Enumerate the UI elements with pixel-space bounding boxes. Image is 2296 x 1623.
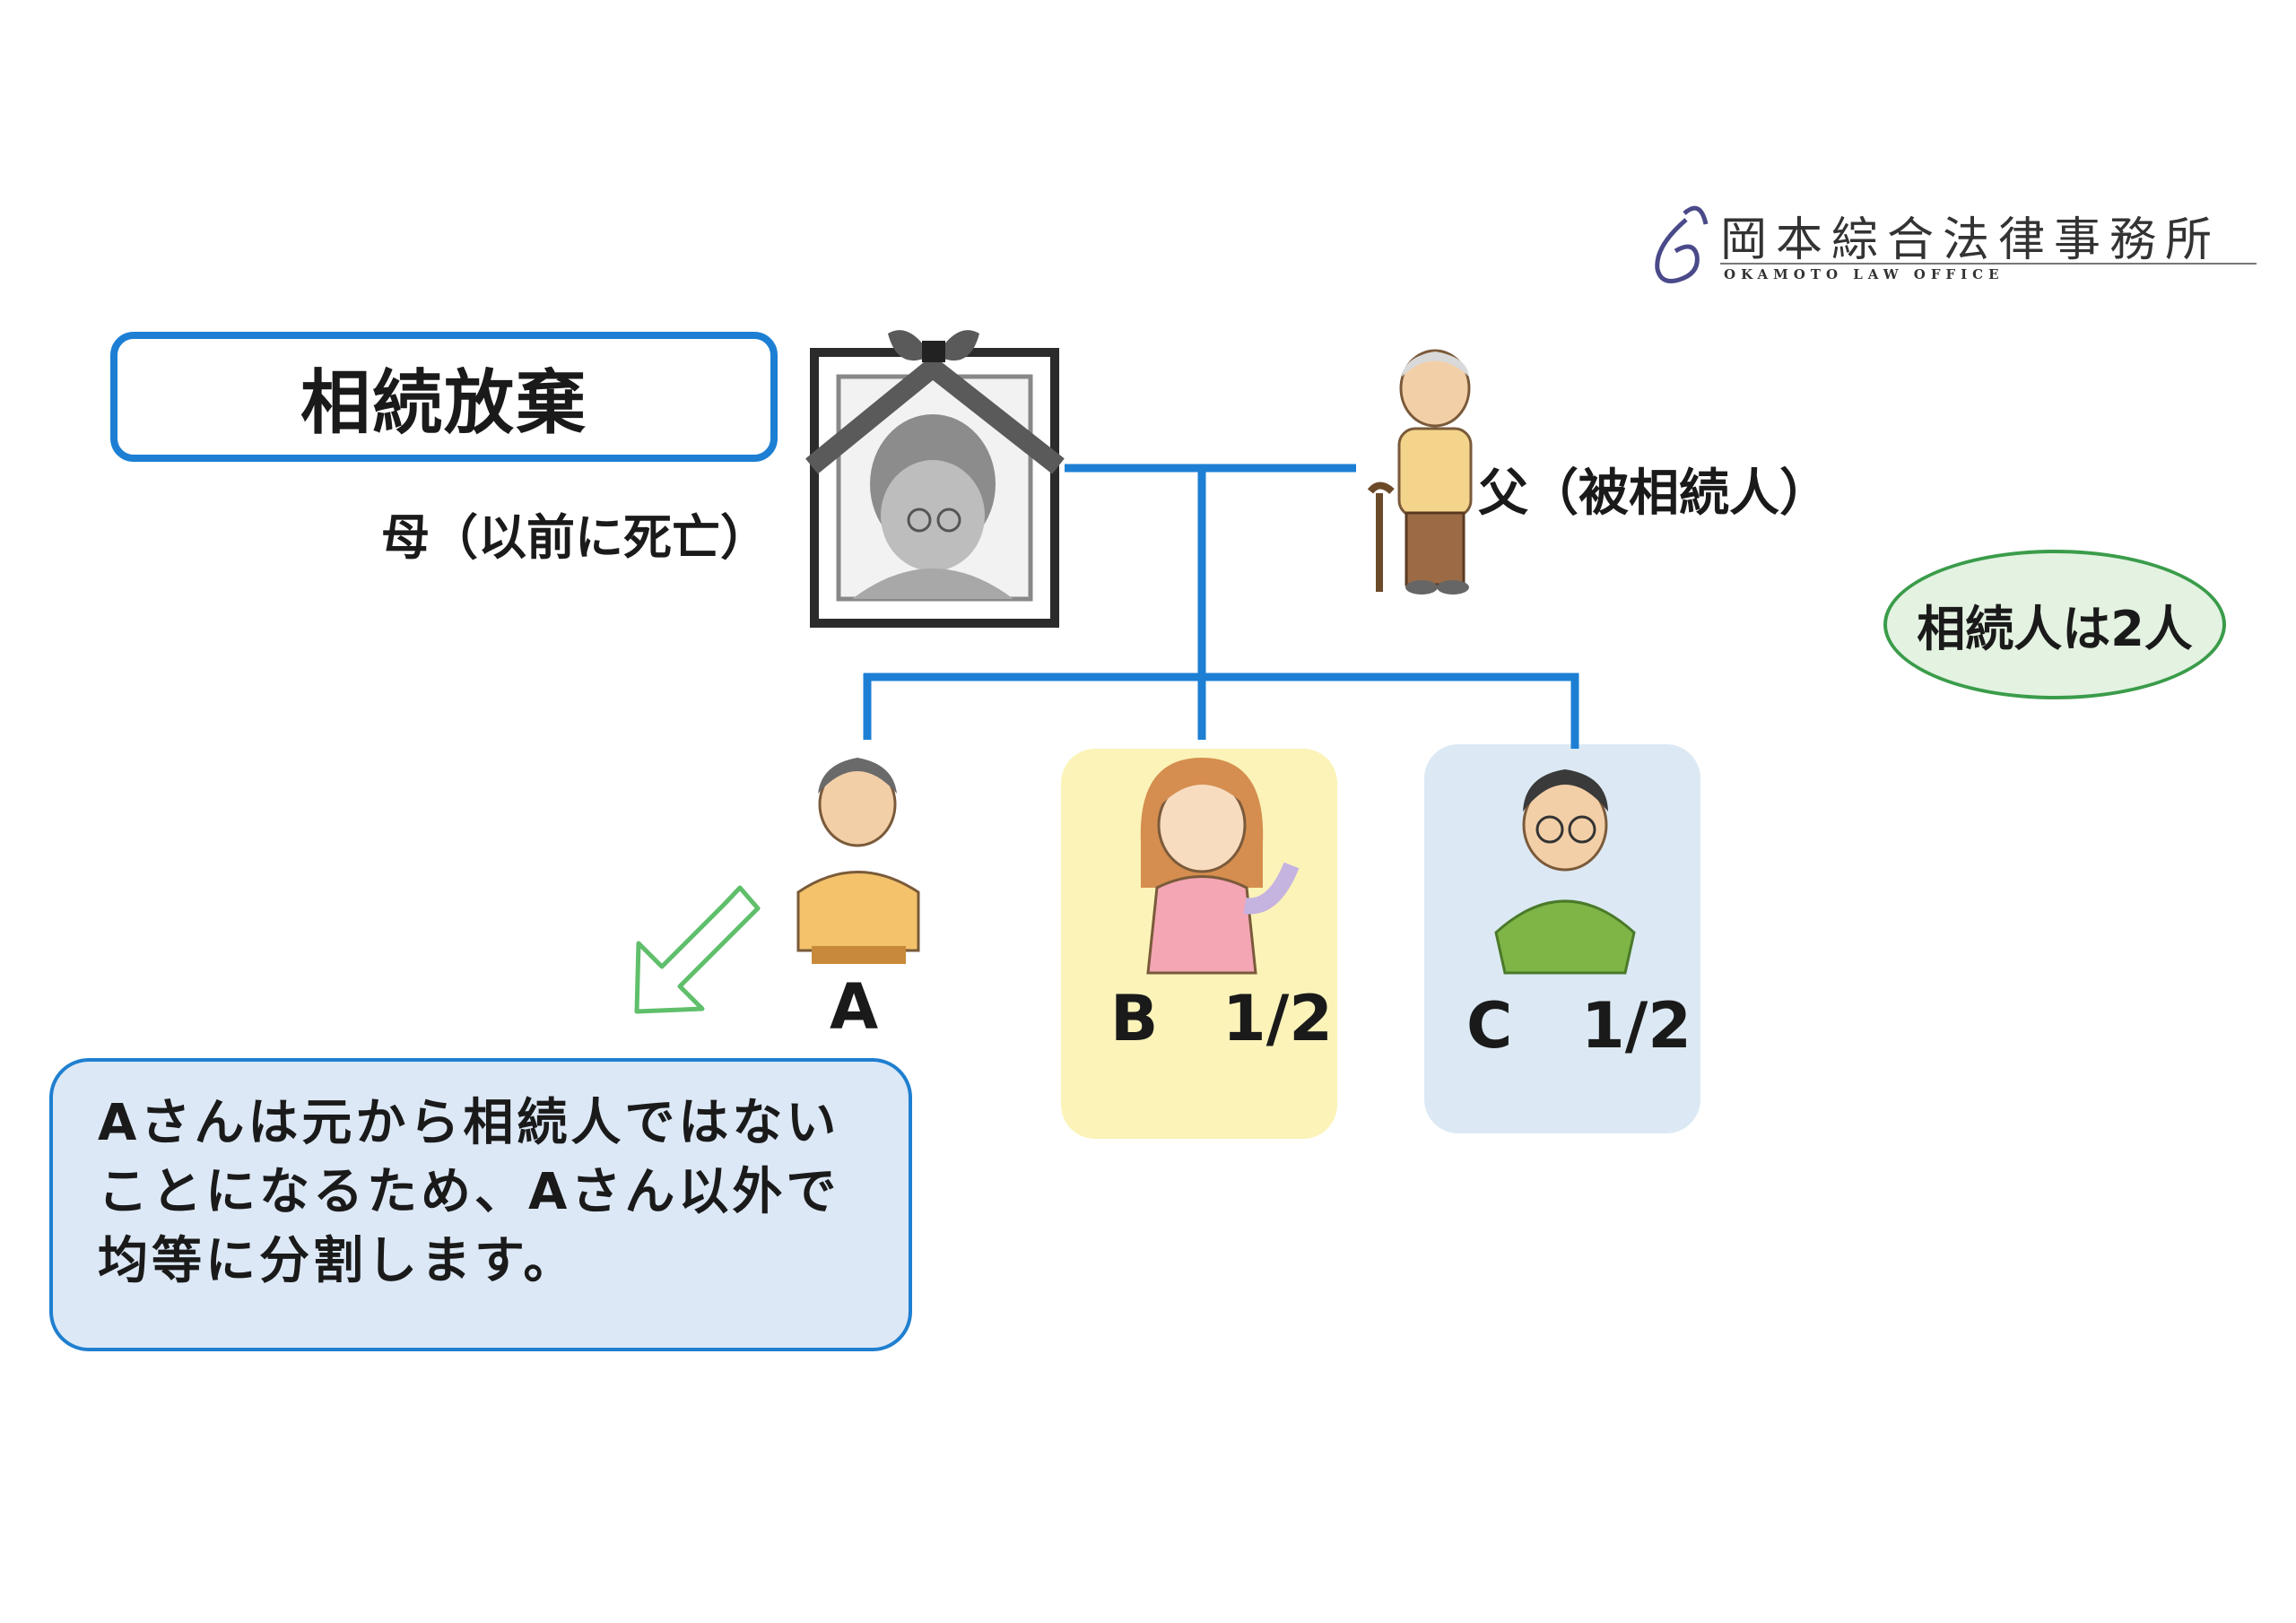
memorial-portrait-icon <box>805 330 1065 628</box>
child-b-share: 1/2 <box>1222 982 1333 1055</box>
explanation-note: Aさんは元から相続人ではない ことになるため、Aさん以外で 均等に分割します。 <box>49 1058 912 1351</box>
woman-b-icon <box>1140 758 1300 975</box>
law-office-logo-subname: OKAMOTO LAW OFFICE <box>1724 266 2005 282</box>
father-label: 父（被相続人） <box>1478 464 1830 523</box>
note-line: Aさんは元から相続人ではない <box>98 1094 840 1152</box>
child-b-name: B <box>1110 982 1159 1055</box>
connector-lines <box>863 464 1579 749</box>
child-a-name: A <box>830 970 879 1044</box>
man-c-glasses-icon <box>1494 769 1636 975</box>
child-c-share: 1/2 <box>1581 989 1692 1063</box>
logo-rule <box>1720 263 2257 265</box>
note-line: ことになるため、Aさん以外で <box>98 1163 840 1221</box>
child-c-name: C <box>1466 989 1513 1063</box>
law-office-logo-name: 岡本綜合法律事務所 <box>1720 213 2222 267</box>
man-a-icon <box>796 758 920 964</box>
heirs-count-text: 相続人は2人 <box>1917 601 2193 657</box>
heirs-count-badge: 相続人は2人 <box>1883 550 2226 699</box>
note-line: 均等に分割します。 <box>98 1232 578 1290</box>
mother-label: 母（以前に死亡） <box>381 509 769 566</box>
green-arrow-icon <box>634 885 761 1014</box>
title-box: 相続放棄 <box>110 332 778 462</box>
page-title: 相続放棄 <box>300 362 587 444</box>
grandfather-cane-icon <box>1367 349 1473 595</box>
logo-mark-icon <box>1655 205 1709 283</box>
